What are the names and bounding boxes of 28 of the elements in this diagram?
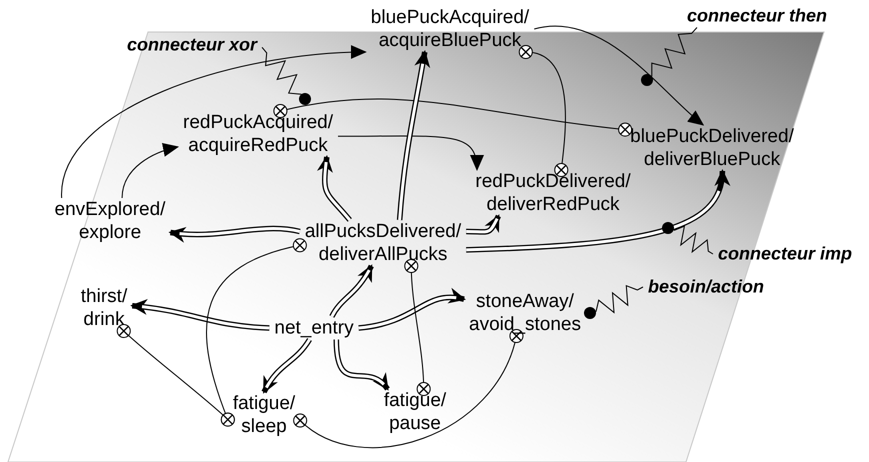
state-label: stoneAway/ avoid_stones <box>464 290 586 336</box>
state-label: net_entry <box>269 316 359 340</box>
state-label: thirst/ drink <box>76 285 132 331</box>
arrow <box>337 135 483 171</box>
arrow <box>534 26 704 126</box>
arrow <box>61 46 367 198</box>
inhibition-line <box>404 258 431 396</box>
leader-line <box>674 225 714 254</box>
annotation-label: connecteur imp <box>712 242 858 266</box>
inhibition-line <box>273 98 632 137</box>
state-label: bluePuckAcquired/ acquireBluePuck <box>366 6 534 52</box>
state-label: envExplored/ explore <box>50 198 170 244</box>
state-label: redPuckAcquired/ acquireRedPuck <box>178 111 338 157</box>
leader-line <box>262 46 302 95</box>
inhibition-line <box>116 324 235 427</box>
leader-line <box>596 284 644 314</box>
state-label: allPucksDelivered/ deliverAllPucks <box>300 220 466 266</box>
state-label: redPuckDelivered/ deliverRedPuck <box>470 170 636 216</box>
annotation-label: connecteur xor <box>122 34 262 56</box>
state-label: fatigue/ pause <box>378 389 452 435</box>
state-label: fatigue/ sleep <box>228 392 300 438</box>
inhibition-line <box>518 44 568 178</box>
arrow <box>122 143 179 198</box>
inhibition-line <box>293 328 524 448</box>
leader-line <box>651 27 698 77</box>
annotation-label: besoin/action <box>643 276 769 298</box>
state-label: bluePuckDelivered/ deliverBluePuck <box>625 125 799 171</box>
annotation-label: connecteur then <box>682 4 832 28</box>
